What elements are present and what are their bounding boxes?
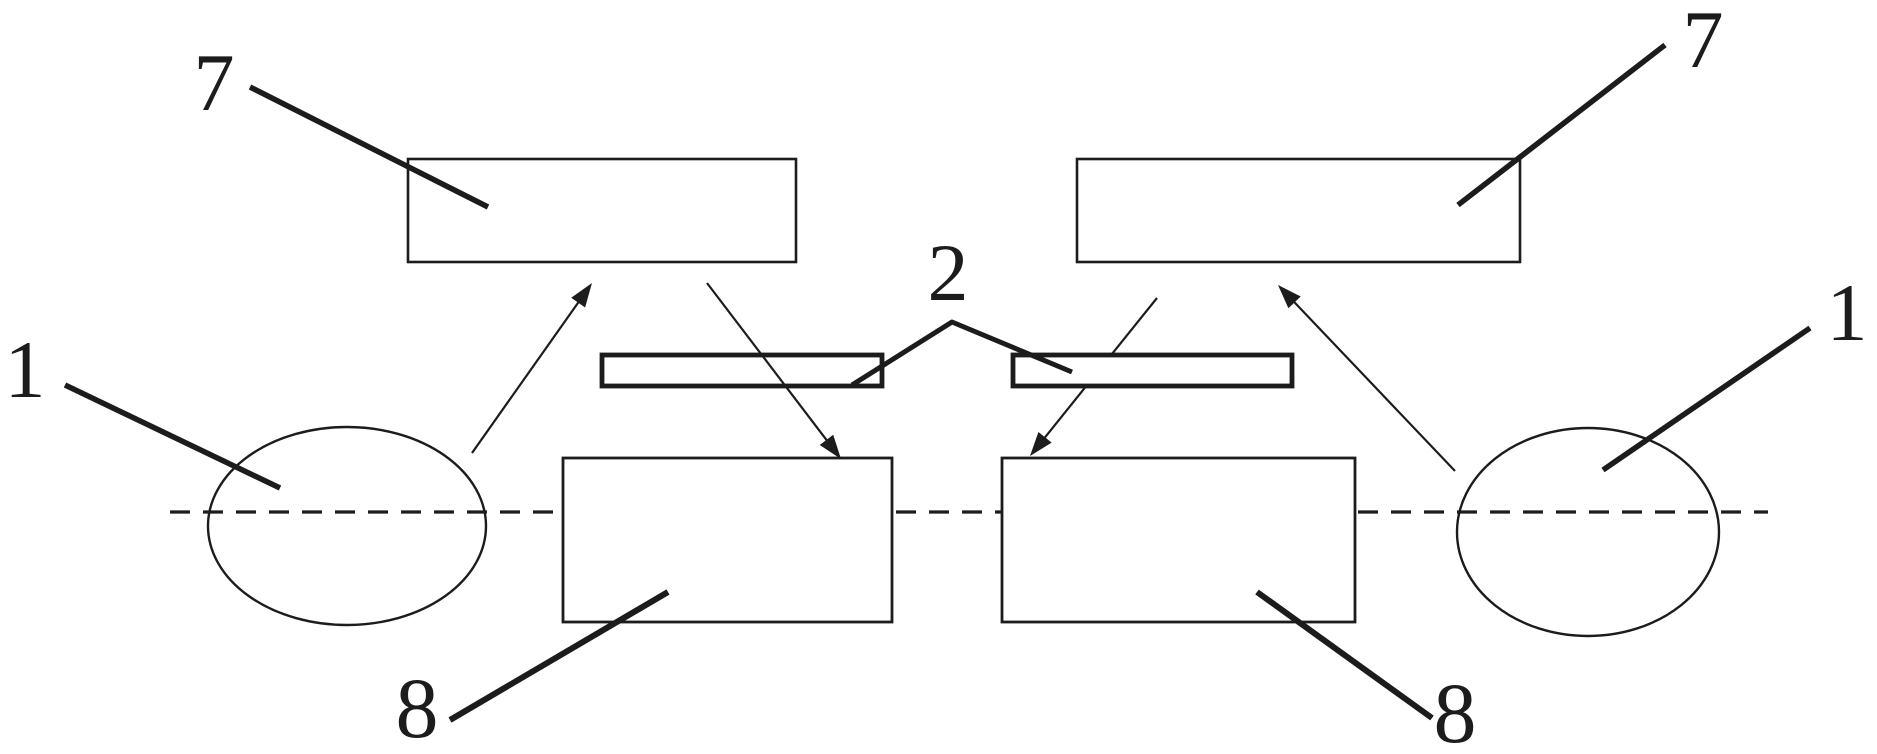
label-1-left: 1 xyxy=(5,324,46,415)
arrow-up-left-head xyxy=(571,283,592,308)
box-8-right xyxy=(1000,456,1357,624)
box-7-left xyxy=(406,157,798,264)
arrow-down-left xyxy=(706,282,830,444)
label-2-center: 2 xyxy=(928,227,969,318)
arrow-down-left-head xyxy=(819,434,841,459)
label-7-left: 7 xyxy=(194,37,235,128)
leader-7-left xyxy=(248,84,490,210)
arrow-up-right-head xyxy=(1278,285,1301,309)
leader-1-left xyxy=(63,382,282,491)
box-8-left xyxy=(561,456,894,624)
arrow-down-right-head xyxy=(1030,431,1052,456)
bar-2-right xyxy=(1010,352,1295,389)
leader-8-left xyxy=(448,589,670,723)
label-1-right: 1 xyxy=(1827,267,1868,358)
arrow-up-right xyxy=(1290,298,1456,472)
arrow-up-left xyxy=(471,298,582,454)
ellipse-1-right xyxy=(1455,426,1721,638)
label-7-right: 7 xyxy=(1683,0,1724,85)
box-7-right xyxy=(1075,157,1522,264)
label-2-fork xyxy=(850,319,1073,388)
leader-1-right xyxy=(1601,325,1812,473)
leader-7-right xyxy=(1456,42,1667,208)
label-8-right: 8 xyxy=(1434,665,1477,754)
bar-2-left xyxy=(599,352,885,389)
ellipse-1-left xyxy=(206,425,488,627)
label-8-left: 8 xyxy=(396,660,439,754)
leader-8-right xyxy=(1255,589,1434,721)
